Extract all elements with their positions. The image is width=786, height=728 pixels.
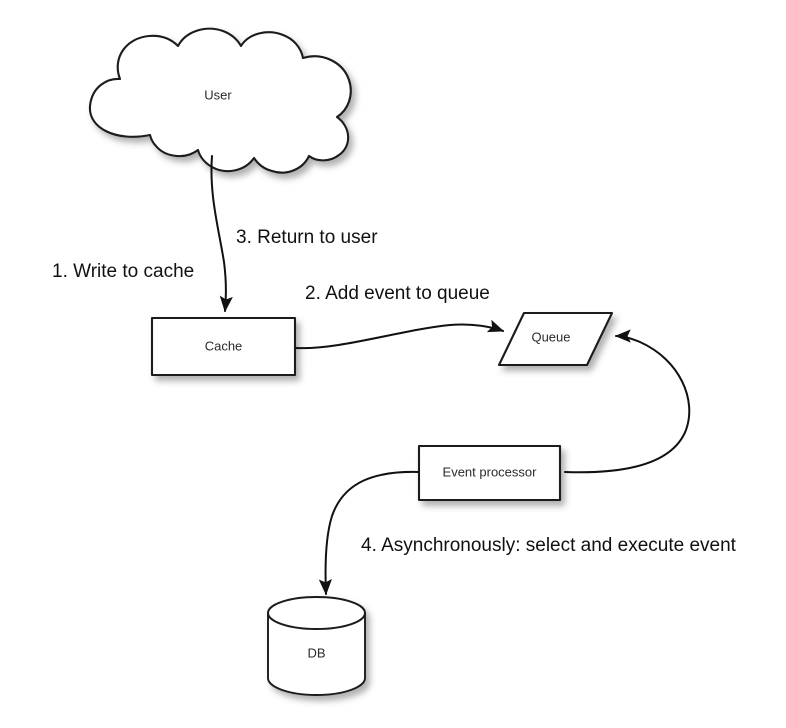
edge-label-async-select-execute: 4. Asynchronously: select and execute ev…	[361, 535, 737, 556]
edge-cache-to-queue	[295, 319, 505, 350]
node-cache[interactable]: Cache	[150, 316, 297, 377]
node-label-queue: Queue	[531, 329, 570, 344]
node-event-processor[interactable]: Event processor	[417, 444, 562, 502]
edge-user-to-cache	[210, 155, 233, 313]
edge-label-add-event-to-queue: 2. Add event to queue	[305, 283, 490, 304]
edge-event-processor-to-db	[318, 470, 419, 596]
node-db[interactable]: DB	[267, 596, 366, 696]
node-queue[interactable]: Queue	[497, 311, 614, 367]
edge-label-write-to-cache: 1. Write to cache	[52, 261, 194, 282]
node-label-cache: Cache	[205, 338, 243, 353]
edge-label-return-to-user: 3. Return to user	[236, 227, 378, 248]
node-user[interactable]: User	[88, 27, 352, 174]
node-label-db: DB	[307, 645, 325, 660]
node-label-user: User	[204, 87, 232, 102]
edge-queue-to-event-processor	[564, 329, 691, 474]
node-label-event-processor: Event processor	[443, 464, 538, 479]
